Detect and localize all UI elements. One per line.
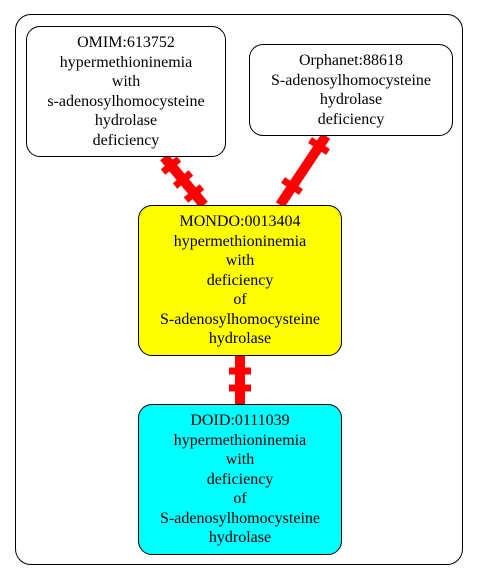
node-orphanet[interactable]: Orphanet:88618 S-adenosylhomocysteine hy… bbox=[249, 44, 453, 136]
node-doid[interactable]: DOID:0111039 hypermethioninemia with def… bbox=[138, 404, 342, 555]
node-omim[interactable]: OMIM:613752 hypermethioninemia with s-ad… bbox=[26, 26, 226, 157]
edge-omim-to-mondo bbox=[160, 153, 208, 209]
node-label: MONDO:0013404 hypermethioninemia with de… bbox=[160, 213, 320, 348]
edge-tick bbox=[281, 177, 303, 195]
edge-orphanet-to-mondo bbox=[275, 133, 331, 208]
node-label: OMIM:613752 hypermethioninemia with s-ad… bbox=[47, 34, 205, 149]
edge-tick bbox=[183, 184, 205, 203]
node-label: DOID:0111039 hypermethioninemia with def… bbox=[160, 412, 320, 547]
edge-tick bbox=[172, 170, 194, 189]
node-mondo[interactable]: MONDO:0013404 hypermethioninemia with de… bbox=[138, 205, 342, 356]
graph-cluster-frame bbox=[15, 14, 463, 565]
edge-tick bbox=[160, 156, 182, 175]
node-label: Orphanet:88618 S-adenosylhomocysteine hy… bbox=[271, 52, 431, 128]
edge-tick bbox=[308, 137, 330, 155]
edge-mondo-to-doid bbox=[229, 356, 251, 404]
